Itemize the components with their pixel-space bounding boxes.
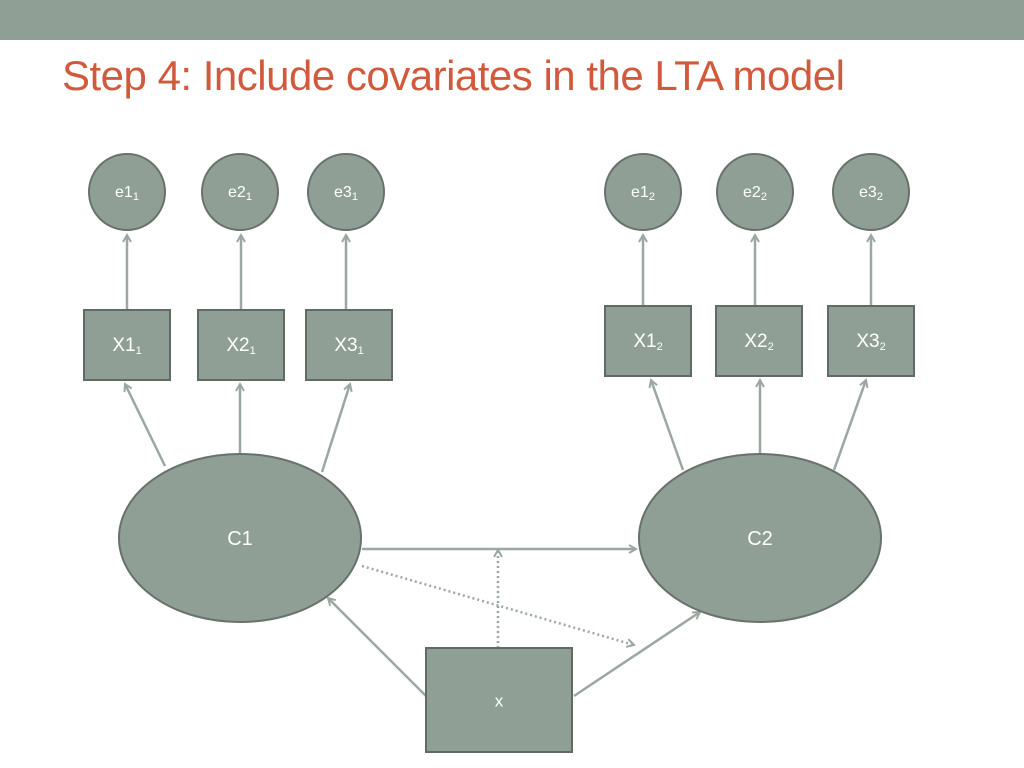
- arrow-x-to-c1: [328, 598, 427, 697]
- error-nodes-time2: e12 e22 e32: [604, 153, 910, 231]
- error-label-e2-2: e22: [743, 184, 767, 204]
- error-node-e2-1: [201, 153, 279, 231]
- indicator-node-x2-1: [197, 309, 285, 381]
- arrow-c2-to-x1-2: [651, 380, 685, 471]
- arrow-c1-to-x3-1: [320, 384, 350, 473]
- covariate-node-x: [425, 647, 573, 753]
- error-label-e1-2: e12: [631, 184, 655, 204]
- indicator-node-x3-1: [305, 309, 393, 381]
- error-node-e1-1: [88, 153, 166, 231]
- arrow-c1-to-x1-1: [125, 384, 167, 467]
- latent-node-c1: [118, 453, 362, 623]
- top-accent-bar: [0, 0, 1024, 40]
- indicator-label-x3-2: X32: [856, 331, 885, 354]
- indicator-node-x3-2: [827, 305, 915, 377]
- covariate-label-x: x: [495, 692, 504, 711]
- error-label-e3-2: e32: [859, 184, 883, 204]
- latent-node-c2: [638, 453, 882, 623]
- slide-title: Step 4: Include covariates in the LTA mo…: [62, 52, 845, 99]
- indicator-node-x1-2: [604, 305, 692, 377]
- arrow-c2-to-x3-2: [832, 380, 866, 471]
- dotted-arrow-c1-to-c2: [361, 564, 634, 645]
- indicator-label-x1-1: X11: [112, 335, 141, 358]
- latent-label-c2: C2: [747, 528, 773, 550]
- error-label-e2-1: e21: [228, 184, 252, 204]
- indicator-label-x3-1: X31: [334, 335, 363, 358]
- indicator-node-x1-1: [83, 309, 171, 381]
- indicator-node-x2-2: [715, 305, 803, 377]
- indicator-label-x1-2: X12: [633, 331, 662, 354]
- error-label-e3-1: e31: [334, 184, 358, 204]
- arrow-x-to-c2: [573, 612, 700, 698]
- indicator-label-x2-1: X21: [226, 335, 255, 358]
- error-node-e2-2: [716, 153, 794, 231]
- arrows: [125, 235, 871, 698]
- error-node-e3-1: [307, 153, 385, 231]
- error-node-e1-2: [604, 153, 682, 231]
- indicator-nodes-time1: X11 X21 X31: [83, 309, 393, 381]
- dotted-arrows: [361, 550, 634, 648]
- indicator-nodes-time2: X12 X22 X32: [604, 305, 915, 377]
- error-nodes-time1: e11 e21 e31: [88, 153, 385, 231]
- latent-label-c1: C1: [227, 528, 253, 550]
- indicator-label-x2-2: X22: [744, 331, 773, 354]
- error-label-e1-1: e11: [115, 184, 139, 204]
- error-node-e3-2: [832, 153, 910, 231]
